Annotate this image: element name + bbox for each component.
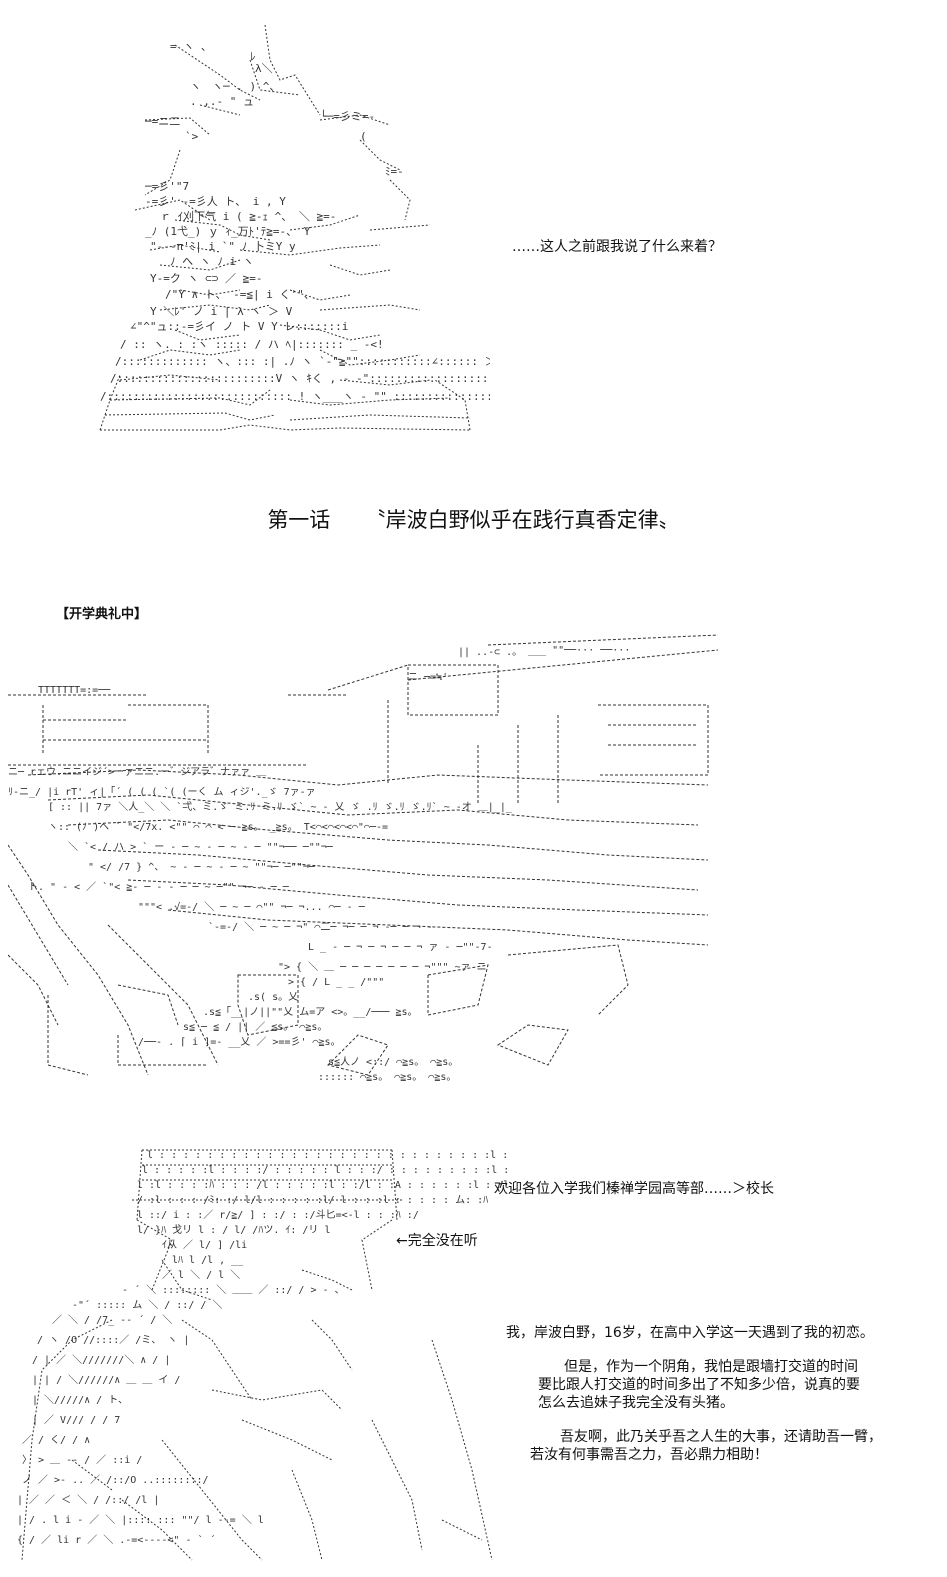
svg-text:[ :: || 7ァ ＼人_＼ ＼ `弌、ミ.ゞ: [ :: || 7ァ ＼人_＼ ＼ `弌、ミ.ゞ ミ.ﾘ ミ.ﾘ ゞ` ~ - … (48, 800, 513, 813)
svg-text:ト. " - < ／ `"< ≧- ─ -: ト. " - < ／ `"< ≧- ─ - - ─ ─ ~ ─"" ¬─ - ─… (28, 881, 290, 893)
svg-text:└─=彡ミ=-: └─=彡ミ=- (320, 109, 375, 123)
svg-text:`-=-/ ＼ ─ ~ ─ ¬" ⌒二─ ¬─: `-=-/ ＼ ─ ~ ─ ¬" ⌒二─ ¬─ ─ ¬ -─ ─ ¬ - (208, 921, 433, 933)
svg-text:/──- . ⌈ i ]=- __乂: /──- . ⌈ i ]=- __乂 ／ >==彡' ⌒≧s。 (138, 1036, 341, 1048)
auditorium-ascii-art-scene: TTTTTTT=:=── || ..-⊂ .。 ___ ""──··· ──··… (8, 625, 718, 1095)
svg-text:| ／ ／ ＜ ＼ /: | ／ ／ ＜ ＼ / /::/ /l | (17, 1494, 159, 1506)
svg-text:l : : : : : : : : : : : : : :: l : : : : : : : : : : : : : : : : : : : … (147, 1150, 512, 1161)
svg-text:Y-=ク ヽ ⊂⊃ ／ ≧=-: Y-=ク ヽ ⊂⊃ ／ ≧=- (150, 272, 262, 285)
svg-text:.s( s。乂: .s( s。乂 (248, 992, 298, 1003)
svg-text:／ /: ／ / く/ / ∧ (22, 1434, 90, 1446)
narration-paragraph-1-line-2: 要比跟人打交道的时间多出了不知多少倍，说真的要 (538, 1377, 860, 1393)
svg-text:ﾐ=-: ﾐ=- (385, 165, 404, 178)
svg-text:ニ─ rェウ.ニニイジ´>ーァニニ.ー゛ジアラ゛ナァァ ＿: ニ─ rェウ.ニニイジ´>ーァニニ.ー゛ジアラ゛ナァァ ＿ (8, 766, 266, 778)
narration-paragraph-1: 但是，作为一个阴角，我怕是跟墙打交道的时间 要比跟人打交道的时间多出了不知多少倍… (538, 1358, 860, 1412)
bottom-ascii-art-figure: l : : : : : : : : : : : : : : : : : : : … (12, 1140, 512, 1570)
not-listening-note: ←完全没在听 (396, 1233, 478, 1249)
svg-text:-=彡' -=彡人 ト、 i , Y: -=彡' -=彡人 ト、 i , Y (145, 195, 286, 208)
svg-text:/ ヽ /O //:::: / ヽ /O //::::／ /ミ、 ヽ | (37, 1334, 189, 1346)
svg-text:"---π'ﾐ| i `" ﾉ 卜ミY: "---π'ﾐ| i `" ﾉ 卜ミY y (150, 240, 296, 253)
svg-text:s≦ ─ ≦ /: s≦ ─ ≦ / || ／ ≦s。 ⌒≧s。 (183, 1021, 327, 1033)
intro-narration-text: 我，岸波白野，16岁，在高中入学这一天遇到了我的初恋。 (506, 1325, 874, 1341)
svg-text:/::::::::::::: ヽ、::: :| .ﾉ ヽ: /::::::::::::: ヽ、::: :| .ﾉ ヽ `-"≧"":::::… (115, 355, 490, 368)
scene-label: 【开学典礼中】 (56, 607, 148, 622)
svg-text:ﾘ-ニ_/ |i rT' ィ|「´ ( ( ( `( (ー: ﾘ-ニ_/ |i rT' ィ|「´ ( ( ( `( (ーく ム ィジ'._ゞ … (8, 786, 316, 798)
top-speech-text: ……这人之前跟我说了什么来着？ (512, 239, 722, 255)
svg-text:ｲ从 ／ l/ ] /li: ｲ从 ／ l/ ] /li (162, 1239, 247, 1251)
svg-text:L _ - ─ ¬ ─ ¬ ─ ─ ¬: L _ - ─ ¬ ─ ¬ ─ ─ ¬ ァ - ─""-7- (308, 942, 493, 953)
svg-text:s≦人ノ <::/: s≦人ノ <::/ ⌒≧s。 ⌒≧s。 (328, 1056, 458, 1068)
svg-text:─=彡'"7: ─=彡'"7 (144, 180, 189, 193)
svg-text:___ ""──··· ──···: ___ ""──··· ──··· (528, 645, 630, 656)
narration-paragraph-2-line-2: 若汝有何事需吾之力，吾必鼎力相助！ (530, 1447, 768, 1463)
svg-text:_ﾉ (1弋_) ｙ ｨ_万ﾄ'ﾃ≧=-、 Y: _ﾉ (1弋_) ｙ ｨ_万ﾄ'ﾃ≧=-、 Y (145, 225, 311, 238)
svg-text:= ヽ 、: = ヽ 、 (170, 40, 212, 53)
svg-text:| ／: | ／ V/// / / 7 (32, 1414, 120, 1426)
narration-paragraph-2-line-1: 吾友啊，此乃关乎吾之人生的大事，还请助吾一臂， (560, 1429, 882, 1445)
svg-text:| / . l i - ／: | / . l i - ／ ＼ |:::: ::: ""/ l --= ＼ l (17, 1514, 264, 1526)
svg-text:ヽ:: (ﾉ )ヘ ` "</7x. <"" ⌒: ヽ:: (ﾉ )ヘ ` "</7x. <"" ⌒ ⌒ < ─ ≧s。 _≧s。 … (48, 821, 388, 833)
svg-text:ヽ ヽ─ . ) ^、: ヽ ヽ─ . ) ^、 (190, 80, 280, 93)
svg-text:TTTTTTT=:=──: TTTTTTT=:=── (38, 685, 111, 696)
svg-text:l/ }ﾊ 戈リ l : / l/ /ﾊツ: l/ }ﾊ 戈リ l : / l/ /ﾊツ. ｲ: /リ l (137, 1223, 330, 1236)
svg-text:> { / L _: > { / L _ _ /""" (288, 977, 384, 988)
svg-text:ﾉ へ ヽ ﾉ i ヽ: ﾉ へ ヽ ﾉ i ヽ (170, 255, 254, 268)
svg-text:/::::::::::::::::::::::::::::: /:::::::::::::::::::::::::::: ! ヽ___ヽ - … (100, 390, 490, 403)
svg-text:.s≦「__|ノ||""乂 ム=ア <: .s≦「__|ノ||""乂 ム=ア <>。__/─── ≧s。 (203, 1006, 418, 1018)
svg-text:＼ `< / ハ > ` ー - ─ ~ - ─: ＼ `< / ハ > ` ー - ─ ~ - ─ ~ - ─ ""¬── ─""… (68, 841, 334, 853)
narration-paragraph-1-line-3: 怎么去追妹子我完全没有头猪。 (538, 1395, 734, 1411)
svg-text:/ | ／ ＼/: / | ／ ＼///////＼ ∧ / | (32, 1354, 170, 1366)
svg-text::::::: ⌒≧s。: :::::: ⌒≧s。 ⌒≧s。 ⌒≧s。 (318, 1072, 456, 1083)
narration-paragraph-1-line-1: 但是，作为一个阴角，我怕是跟墙打交道的时间 (564, 1359, 858, 1375)
top-ascii-art-figure: = ヽ 、 ﾚ λ＼ ヽ ヽ─ . ) ^、 . ,.- " ュ ─=ニ二 └─… (90, 20, 490, 440)
chapter-title: 第一话 〝岸波白野似乎在践行真香定律〟 (267, 508, 680, 532)
svg-text:─=ニ二: ─=ニ二 (144, 115, 180, 128)
svg-text:ｒ ｲ刈下气 i ( ≧-ｪ ^、 ＼ ≧=-: ｒ ｲ刈下气 i ( ≧-ｪ ^、 ＼ ≧=- (160, 209, 336, 223)
svg-text:| | /: | | / ＼//////∧ ＿ ＿ イ / (32, 1374, 180, 1386)
svg-text:ノ ／ >- ..: ノ ／ >- .. ／ /::/O ..::::::::/ (22, 1474, 209, 1486)
svg-text:(: ( (360, 130, 367, 143)
svg-text:`>: `> (185, 130, 199, 143)
auditorium-ascii-art-drawing: TTTTTTT=:=── || ..-⊂ .。 ___ ""──··· ──··… (8, 634, 718, 1083)
svg-text:／ ＼ / /7_ -- ´ /: ／ ＼ / /7_ -- ´ / ＼ (52, 1314, 172, 1326)
svg-text:∠"^"ュ::-=彡イ ノ ト V: ∠"^"ュ::-=彡イ ノ ト V Y レ:::::::i (130, 320, 348, 333)
principal-speech-text: 欢迎各位入学我们榛禅学园高等部……＞校长 (494, 1181, 774, 1197)
bottom-ascii-art-drawing: l : : : : : : : : : : : : : : : : : : : … (17, 1149, 512, 1561)
svg-text:|: | ＼/////∧ / ト、 (32, 1394, 128, 1406)
svg-text:lﾊ l /l ,: lﾊ l /l , __ (172, 1255, 244, 1266)
narration-paragraph-2: 吾友啊，此乃关乎吾之人生的大事，还请助吾一臂， 若汝有何事需吾之力，吾必鼎力相助… (530, 1428, 882, 1464)
svg-text:l : : : : :l : : : :/ : : : :: l : : : : :l : : : :/ : : : : : l : : :/… (142, 1165, 512, 1176)
svg-text:/ :: ヽ. : :ヽ ::::: / ハ: / :: ヽ. : :ヽ ::::: / ハ ﾍ|::::::: _ -<! (120, 338, 384, 351)
svg-text:Y ＼ﾚ' ノ i | λ: Y ＼ﾚ' ノ i | λ ヽ ＞ V (150, 305, 293, 318)
top-ascii-art-drawing: = ヽ 、 ﾚ λ＼ ヽ ヽ─ . ) ^、 . ,.- " ュ ─=ニ二 └─… (99, 24, 490, 431)
svg-text:ﾚ: ﾚ (250, 50, 256, 63)
svg-text:|| ..-⊂ .。: || ..-⊂ .。 (458, 647, 522, 658)
svg-text:/::::::::::::::::::::::::V ヽ: /::::::::::::::::::::::::V ヽ ｷく , - ‐"::… (110, 372, 490, 385)
svg-text:" </ /7 } ^、: " </ /7 } ^、 ~ - ─ ~ - ─ ~ ""¬─ ─""¬─ (88, 862, 316, 873)
svg-text:/"Y ∧ ト、 -=≦| i く: /"Y ∧ ト、 -=≦| i く'"、 (165, 288, 315, 301)
svg-text:"""< .√=-/ ＼ ─ ~ ─: """< .√=-/ ＼ ─ ~ ─ ⌒"" ¬─ ¬... ⌒─ - ─ (138, 901, 366, 913)
svg-text:-"´ ::::: ム ＼ / ::: -"´ ::::: ム ＼ / ::/ / ＼ (72, 1299, 222, 1311)
svg-text:. ,.- " ュ: . ,.- " ュ (190, 95, 254, 108)
svg-text:ニ ─=≒': ニ ─=≒' (408, 672, 448, 683)
svg-text:〉 > ＿ -- /: 〉 > ＿ -- / ／ ::i / (22, 1454, 142, 1466)
svg-text:／ l ＼ / l ＼: ／ l ＼ / l ＼ (162, 1269, 240, 1281)
svg-text:{ / ／ li r ／ ＼: { / ／ li r ／ ＼ .-=<---‐<" - ` ´ (17, 1534, 216, 1546)
svg-text:l ::/ i : :／ r/≧/ ] : :/ : :/斗: l ::/ i : :／ r/≧/ ] : :/ : :/斗匕=<-l : : … (137, 1209, 419, 1221)
svg-text:/ :l : : : /ﾐ: :/ l/l : : : :: / :l : : : /ﾐ: :/ l/l : : : : :l/ l : : … (137, 1194, 488, 1206)
svg-text:"> { ＼ ＿ ─ ─ ─ ─ ─ ─: "> { ＼ ＿ ─ ─ ─ ─ ─ ─ ─ ¬""" ~ァ ニ (278, 961, 487, 973)
svg-text:λ＼: λ＼ (255, 62, 273, 75)
svg-text:l :l : : : :ﾊ : : : /l : : : :: l :l : : : :ﾊ : : : /l : : : : :l : :/l … (137, 1180, 509, 1191)
svg-text:- ´ ＼ :::::::: ＼ ＿＿ ／ :: - ´ ＼ :::::::: ＼ ＿＿ ／ ::/ / > - 、 (122, 1284, 345, 1296)
